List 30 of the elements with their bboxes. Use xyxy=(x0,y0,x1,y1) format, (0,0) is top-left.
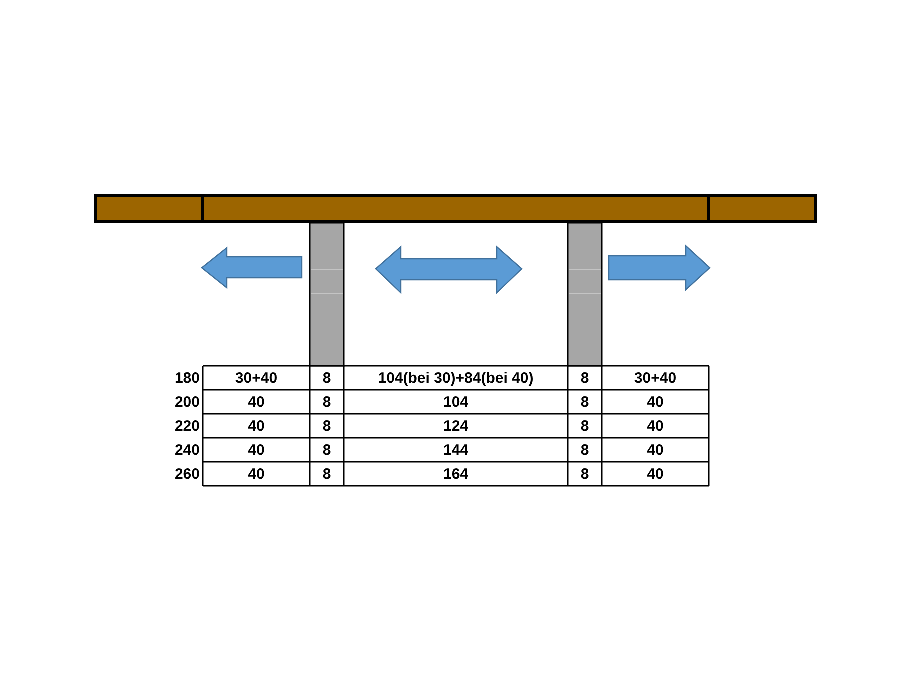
table-cell-text: 8 xyxy=(322,416,332,436)
table-cell-text: 8 xyxy=(322,464,332,484)
table-cell-text: 8 xyxy=(580,464,590,484)
row-header: 240 xyxy=(174,440,201,460)
table-cell-text: 8 xyxy=(580,368,590,388)
table-cell-text: 104(bei 30)+84(bei 40) xyxy=(377,368,535,388)
row-header: 200 xyxy=(174,392,201,412)
table-cell-text: 8 xyxy=(322,440,332,460)
table-cell-text: 8 xyxy=(322,368,332,388)
table-cell-text: 8 xyxy=(322,392,332,412)
table-cell-text: 40 xyxy=(247,440,266,460)
table-cell-text: 144 xyxy=(442,440,470,460)
table-cell-text: 104 xyxy=(442,392,470,412)
table-cell-text: 8 xyxy=(580,416,590,436)
table-cell-text: 40 xyxy=(646,464,665,484)
row-header: 180 xyxy=(174,368,201,388)
table-cell-text: 8 xyxy=(580,440,590,460)
table-cell-text: 124 xyxy=(442,416,470,436)
table-cell-text: 40 xyxy=(247,464,266,484)
table-cell-text: 40 xyxy=(646,440,665,460)
table-cell-text: 8 xyxy=(580,392,590,412)
table-cell-text: 40 xyxy=(646,416,665,436)
row-header: 220 xyxy=(174,416,201,436)
table-cell-text: 40 xyxy=(247,416,266,436)
table-cell-text: 30+40 xyxy=(633,368,678,388)
table-cell-text: 164 xyxy=(442,464,470,484)
row-header: 260 xyxy=(174,464,201,484)
table-cell-text: 40 xyxy=(247,392,266,412)
table-cell-text: 30+40 xyxy=(234,368,279,388)
table-cell-text: 40 xyxy=(646,392,665,412)
